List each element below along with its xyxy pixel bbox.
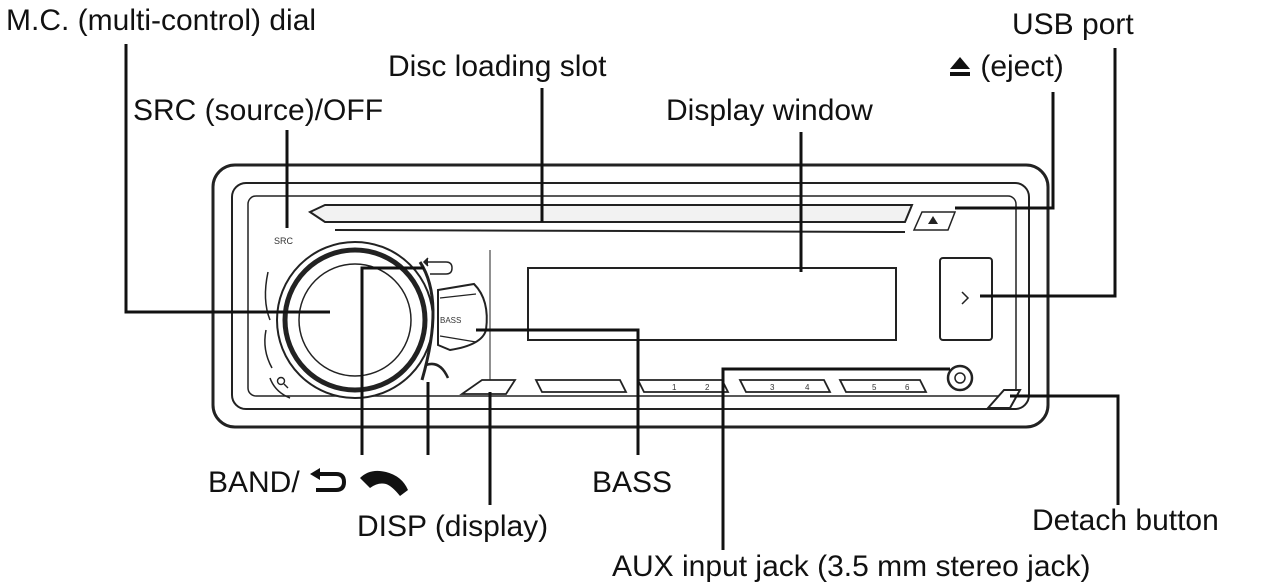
preset-mark-2: 2 <box>705 383 710 392</box>
leader-lines <box>124 44 1120 550</box>
phone-icon <box>425 362 450 379</box>
src-button-mark: SRC <box>274 236 294 246</box>
search-icon <box>276 376 289 389</box>
bass-label: BASS <box>592 466 673 499</box>
eject-icon <box>928 216 938 224</box>
disc-slot-label: Disc loading slot <box>388 50 607 83</box>
preset-buttons[interactable] <box>534 379 928 393</box>
src-off-label: SRC (source)/OFF <box>133 94 384 127</box>
bass-button-mark: BASS <box>440 316 461 325</box>
eject-icon <box>950 57 970 76</box>
band-label-text: BAND/ <box>208 466 300 499</box>
aux-label: AUX input jack (3.5 mm stereo jack) <box>612 550 1091 583</box>
bass-button[interactable]: BASS <box>437 282 488 352</box>
disp-button[interactable] <box>459 379 517 395</box>
display-window-label: Display window <box>666 94 873 127</box>
eject-label: (eject) <box>948 52 1064 82</box>
phone-icon <box>360 470 409 496</box>
mc-dial[interactable] <box>276 241 435 399</box>
preset-mark-3: 3 <box>770 383 775 392</box>
eject-label-text: (eject) <box>980 50 1064 83</box>
disc-loading-slot[interactable] <box>307 204 914 233</box>
detach-button[interactable] <box>985 389 1022 409</box>
band-back-button[interactable] <box>422 257 453 275</box>
preset-mark-6: 6 <box>905 383 910 392</box>
left-side-buttons[interactable] <box>264 271 291 399</box>
disp-label: DISP (display) <box>357 510 549 543</box>
back-arrow-icon <box>424 261 453 275</box>
mc-dial-label: M.C. (multi-control) dial <box>6 4 317 37</box>
aux-input-jack[interactable] <box>946 364 974 392</box>
preset-mark-4: 4 <box>805 383 810 392</box>
eject-button[interactable] <box>912 211 957 231</box>
preset-mark-5: 5 <box>872 383 877 392</box>
detach-label: Detach button <box>1032 504 1219 537</box>
preset-mark-1: 1 <box>672 383 677 392</box>
usb-port[interactable] <box>939 257 993 341</box>
back-arrow-icon <box>310 468 347 492</box>
preset-marks: 1 2 3 4 5 6 <box>672 383 910 392</box>
usb-port-label: USB port <box>1012 8 1134 41</box>
usb-icon <box>961 291 970 305</box>
band-label: BAND/ <box>208 468 412 498</box>
display-window <box>527 267 897 341</box>
